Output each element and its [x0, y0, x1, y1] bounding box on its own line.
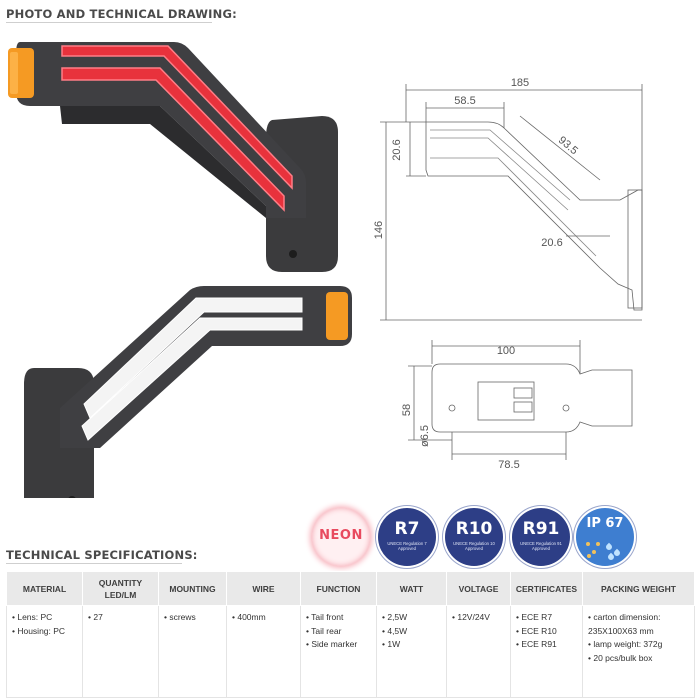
red-lamp-screw-hole — [289, 250, 297, 258]
photo-section-title: PHOTO AND TECHNICAL DRAWING: — [6, 7, 237, 21]
cell-line: • ECE R10 — [516, 625, 557, 636]
cell-voltage: • 12V/24V — [446, 605, 511, 698]
header-wire: WIRE — [226, 571, 301, 606]
r10-sub: UNECE Regulation 10 Approved — [453, 541, 495, 551]
dim-58-5: 58.5 — [454, 95, 475, 107]
dim-20-6-diag: 20.6 — [541, 237, 562, 249]
header-material: MATERIAL — [6, 571, 83, 606]
dim-58: 58 — [401, 404, 413, 416]
r7-sub: UNECE Regulation 7 Approved — [387, 541, 427, 551]
ip67-label: IP 67 — [586, 516, 624, 531]
header-packing-weight: PACKING WEIGHT — [582, 571, 695, 606]
cell-line: 235X100X63 mm — [588, 625, 654, 636]
dim-6-5: ø6.5 — [419, 425, 431, 447]
dim-100: 100 — [497, 345, 515, 357]
header-certificates: CERTIFICATES — [510, 571, 583, 606]
cell-line: • 20 pcs/bulk box — [588, 652, 653, 663]
cell-packing-weight: • carton dimension: 235X100X63 mm • lamp… — [582, 605, 695, 698]
bottom-view-outline — [431, 363, 633, 433]
side-view-outline — [425, 121, 643, 311]
header-watt: WATT — [376, 571, 447, 606]
cell-material: • Lens: PC • Housing: PC — [6, 605, 83, 698]
dim-185: 185 — [511, 77, 529, 89]
table-row: • Lens: PC • Housing: PC • 27 • screws •… — [6, 605, 695, 698]
r7-badge: R7 UNECE Regulation 7 Approved — [378, 508, 436, 566]
r10-label: R10 — [455, 519, 493, 539]
lamp-photo-white — [24, 286, 352, 498]
specs-title-underline — [6, 563, 182, 564]
specifications-table: MATERIAL QUANTITY LED/LM MOUNTING WIRE F… — [6, 571, 695, 698]
red-light-strip-2 — [61, 67, 285, 212]
white-light-strip-2 — [81, 317, 303, 441]
dim-20-6-left: 20.6 — [391, 139, 403, 160]
white-light-strip-1 — [83, 297, 303, 419]
cell-line: • 2,5W — [382, 612, 408, 622]
photo-title-underline — [6, 22, 212, 23]
specs-section-title: TECHNICAL SPECIFICATIONS: — [6, 548, 198, 562]
red-lamp-arm — [16, 42, 306, 218]
technical-drawing: 185 58.5 93.5 20.6 20.6 146 100 58 ø6.5 … — [373, 77, 643, 470]
cell-line: • 1W — [382, 639, 401, 649]
header-voltage: VOLTAGE — [446, 571, 511, 606]
dim-78-5: 78.5 — [498, 459, 519, 470]
cell-certificates: • ECE R7 • ECE R10 • ECE R91 — [510, 605, 583, 698]
header-mounting: MOUNTING — [158, 571, 227, 606]
neon-badge: NEON — [312, 508, 370, 566]
r91-badge: R91 UNECE Regulation 91 Approved — [512, 508, 570, 566]
amber-side-marker-2 — [326, 292, 348, 340]
cell-quantity: • 27 — [82, 605, 159, 698]
cell-wire: • 400mm — [226, 605, 301, 698]
cell-line: • lamp weight: 372g — [588, 639, 663, 649]
cell-line: • 27 — [88, 612, 103, 622]
dim-93-5: 93.5 — [556, 134, 580, 157]
cell-watt: • 2,5W • 4,5W • 1W — [376, 605, 447, 698]
cell-line: • Housing: PC — [12, 625, 66, 636]
cell-line: • Tail front — [306, 612, 344, 622]
cell-line: • ECE R91 — [516, 639, 557, 649]
red-light-strip-1 — [61, 45, 293, 190]
r10-badge: R10 UNECE Regulation 10 Approved — [445, 508, 503, 566]
cell-function: • Tail front • Tail rear • Side marker — [300, 605, 377, 698]
white-lamp-screw-hole — [68, 496, 76, 498]
cell-line: • ECE R7 — [516, 612, 553, 622]
r7-label: R7 — [394, 519, 420, 539]
cell-line: • 4,5W — [382, 625, 408, 636]
cell-line: • Tail rear — [306, 625, 342, 636]
product-photos — [8, 42, 352, 498]
red-lamp-arm-shadow — [60, 106, 266, 218]
cell-line: • carton dimension: — [588, 612, 661, 622]
cell-line: • 400mm — [232, 612, 266, 622]
ip67-badge: IP 67 — [576, 508, 634, 566]
cell-line: • screws — [164, 612, 196, 622]
neon-label: NEON — [319, 528, 363, 543]
cell-line: • 12V/24V — [452, 612, 490, 622]
dim-146: 146 — [373, 221, 385, 239]
cell-line: • Lens: PC — [12, 612, 53, 622]
lamp-photo-red — [8, 42, 338, 272]
table-header-row: MATERIAL QUANTITY LED/LM MOUNTING WIRE F… — [6, 571, 695, 606]
header-quantity: QUANTITY LED/LM — [82, 571, 159, 606]
cell-mounting: • screws — [158, 605, 227, 698]
water-dust-icon — [584, 538, 626, 562]
r91-label: R91 — [522, 519, 560, 539]
r91-sub: UNECE Regulation 91 Approved — [520, 541, 562, 551]
header-function: FUNCTION — [300, 571, 377, 606]
cell-line: • Side marker — [306, 639, 358, 649]
certification-badges: NEON R7 UNECE Regulation 7 Approved R10 … — [312, 506, 696, 570]
